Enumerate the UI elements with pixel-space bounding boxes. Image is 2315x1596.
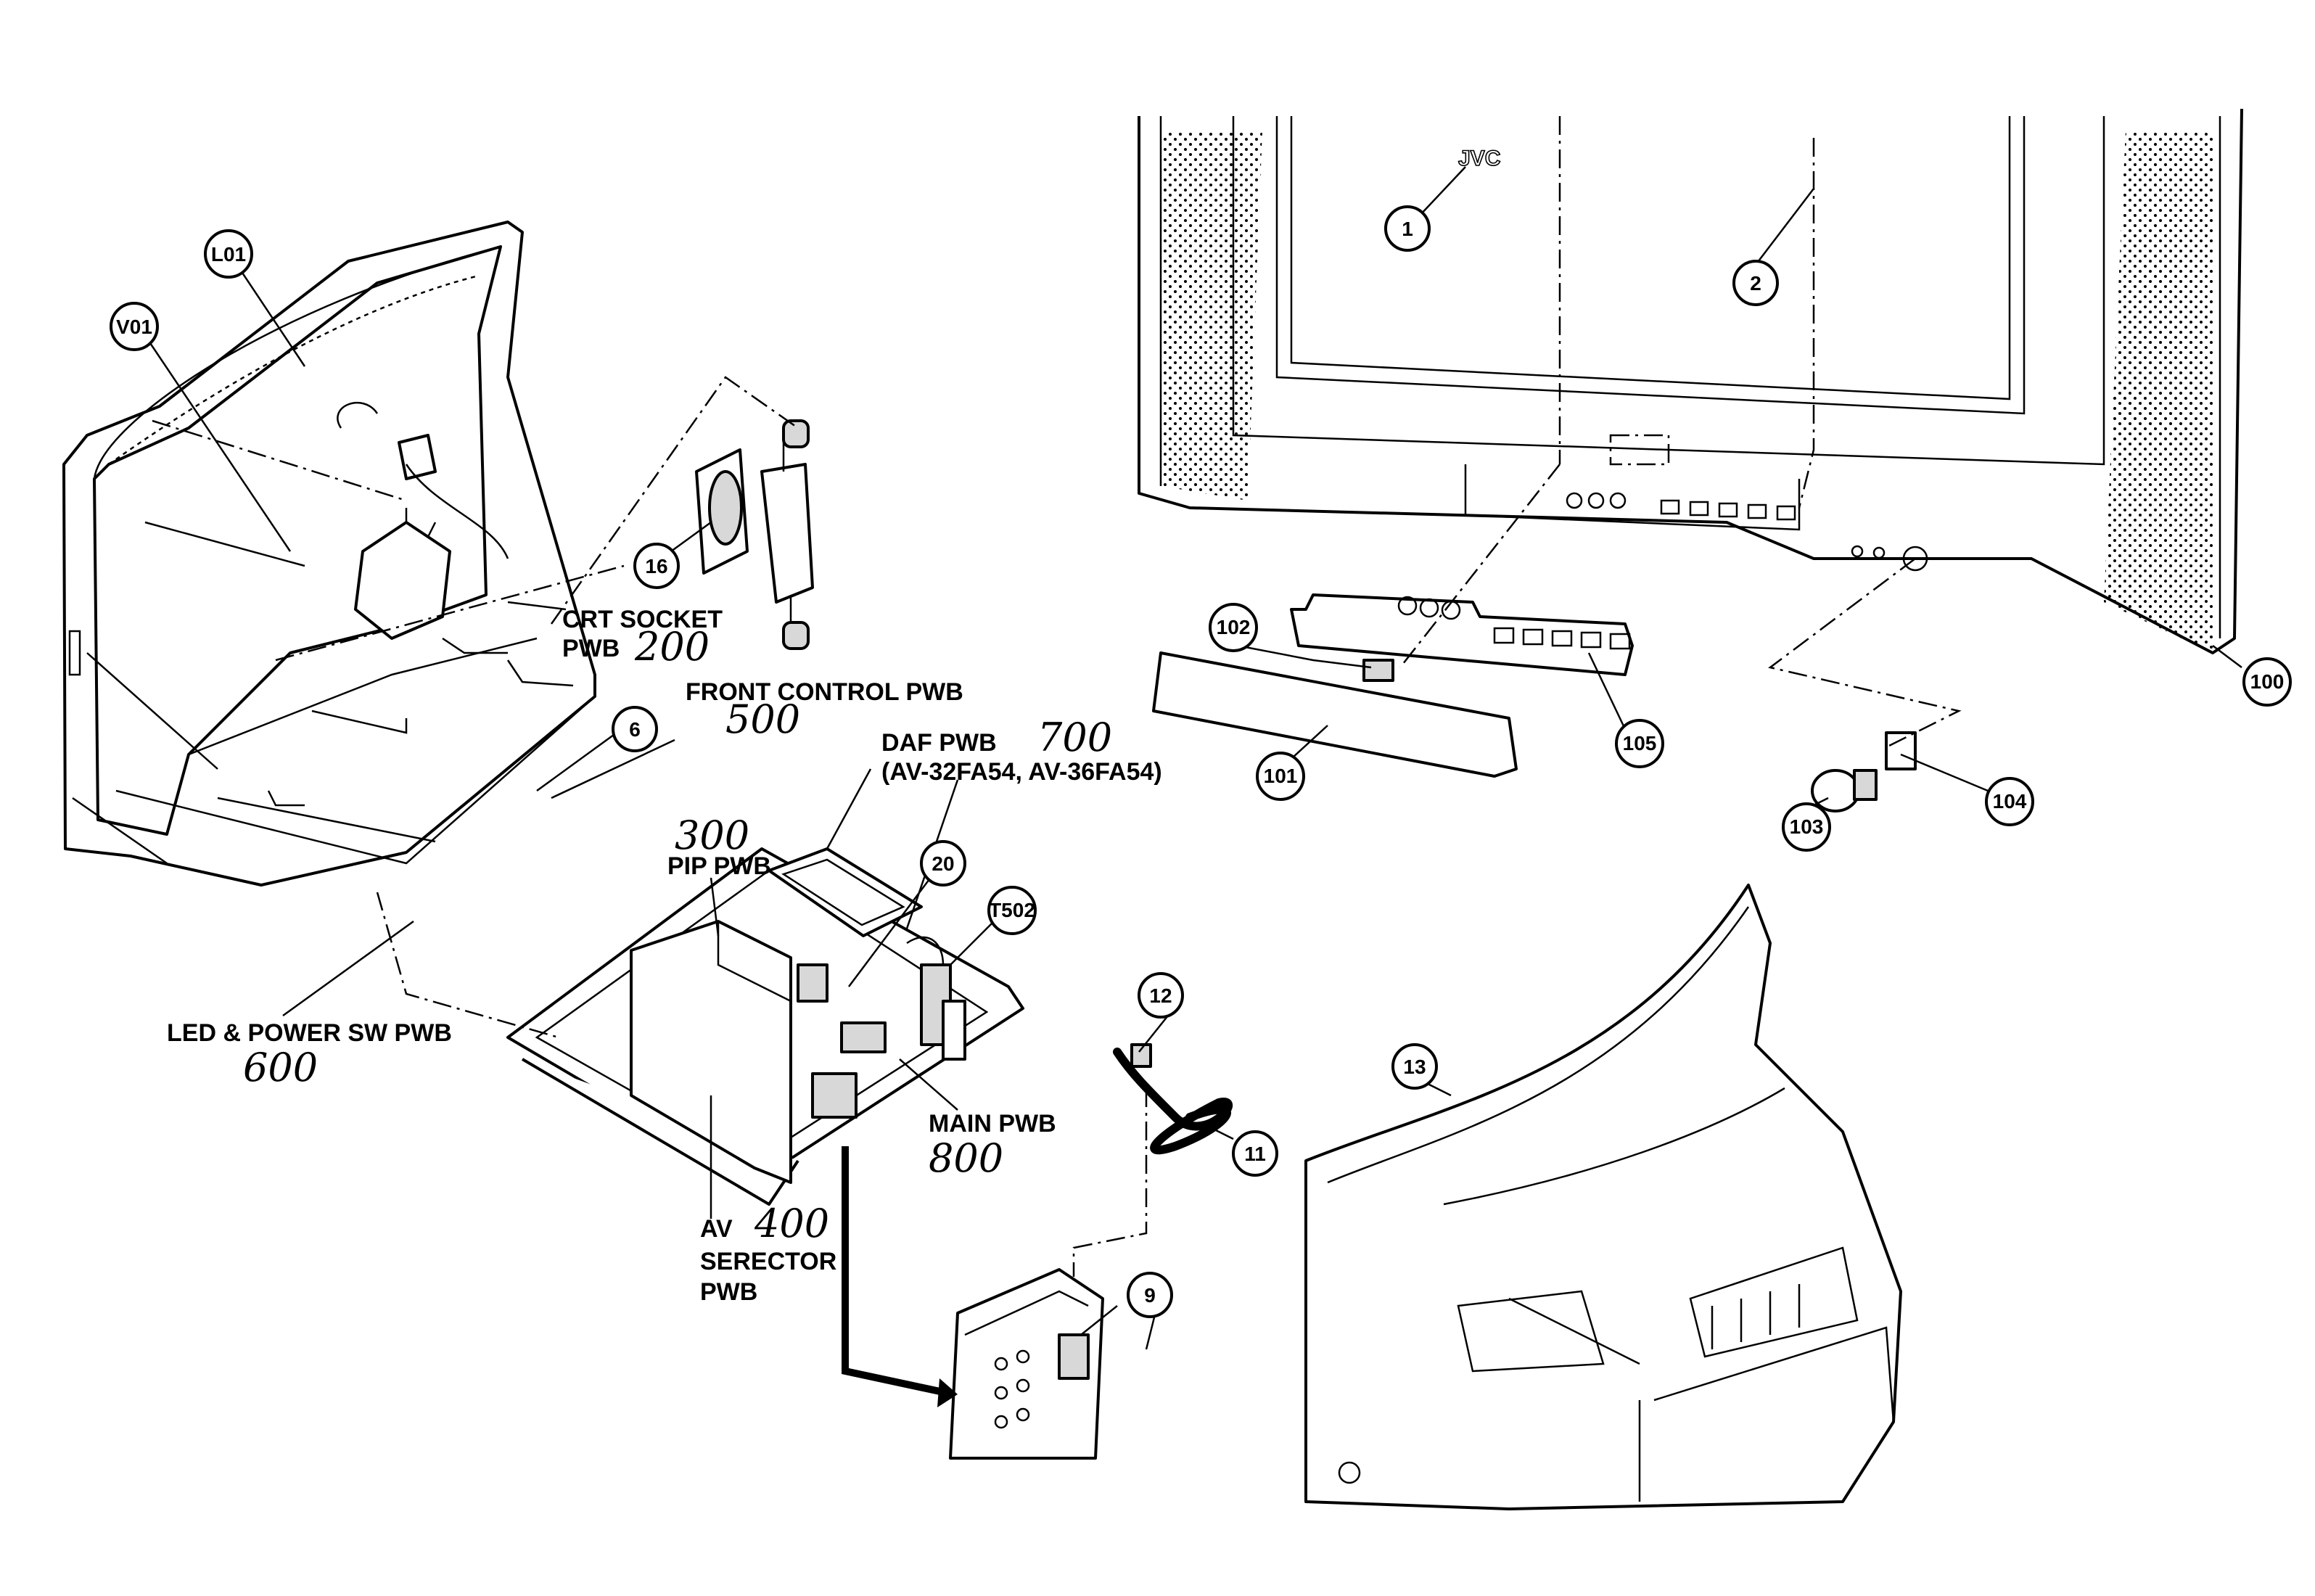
front-control-code: 500 [725, 696, 800, 742]
svg-text:105: 105 [1623, 732, 1657, 754]
av-selector-code: 400 [754, 1201, 829, 1246]
speaker-part-16 [695, 419, 814, 650]
callout-13: 13 [1391, 1043, 1438, 1090]
callout-16: 16 [633, 543, 680, 589]
av-terminal-part-9 [842, 1146, 1104, 1460]
pip-label: PIP PWB [667, 852, 771, 880]
callout-2: 2 [1732, 260, 1779, 306]
svg-text:20: 20 [932, 852, 954, 875]
callout-105: 105 [1615, 719, 1664, 768]
svg-text:104: 104 [1993, 790, 2027, 813]
svg-text:2: 2 [1750, 272, 1761, 295]
callout-20: 20 [920, 840, 966, 887]
svg-text:100: 100 [2250, 670, 2285, 693]
svg-text:16: 16 [645, 555, 667, 577]
assembly-guide-lines [152, 116, 1962, 1277]
daf-models: (AV-32FA54, AV-36FA54) [881, 758, 1162, 786]
svg-text:101: 101 [1264, 765, 1298, 787]
svg-text:9: 9 [1144, 1284, 1156, 1307]
svg-text:12: 12 [1149, 984, 1172, 1007]
svg-text:L01: L01 [211, 243, 246, 266]
front-control-label: FRONT CONTROL PWB [686, 678, 963, 706]
daf-label: DAF PWB [881, 729, 997, 757]
callout-6: 6 [612, 706, 658, 752]
svg-text:13: 13 [1403, 1056, 1426, 1078]
pip-code: 300 [675, 813, 749, 858]
led-power-label: LED & POWER SW PWB [167, 1019, 452, 1047]
svg-text:103: 103 [1790, 815, 1824, 838]
crt-front-assembly [62, 221, 596, 887]
callout-100: 100 [2242, 657, 2292, 707]
callout-11: 11 [1232, 1130, 1278, 1177]
callout-1: 1 [1384, 205, 1431, 252]
av-selector-label-line2: SERECTOR [700, 1248, 836, 1275]
board-labels: CRT SOCKET PWB 200 FRONT CONTROL PWB 500… [167, 606, 1162, 1306]
svg-text:1: 1 [1402, 218, 1413, 240]
crt-socket-label-line2: PWB [562, 635, 620, 662]
front-cabinet-part-100 [1138, 108, 2243, 654]
svg-text:6: 6 [629, 718, 641, 741]
svg-text:V01: V01 [116, 316, 152, 338]
callout-103: 103 [1782, 802, 1831, 852]
callouts: 1 2 L01 V01 16 6 20 T502 12 11 13 9 100 … [110, 205, 2292, 1318]
callout-101: 101 [1256, 752, 1305, 801]
crt-socket-code: 200 [634, 624, 710, 670]
main-chassis-assembly [506, 847, 1024, 1206]
daf-code: 700 [1037, 715, 1112, 760]
crt-socket-label: CRT SOCKET [562, 606, 723, 633]
callout-9: 9 [1127, 1272, 1173, 1318]
callout-104: 104 [1985, 777, 2034, 826]
callout-12: 12 [1138, 972, 1184, 1019]
leader-lines [147, 166, 2242, 1350]
callout-L01: L01 [204, 229, 253, 279]
av-selector-label-line3: PWB [700, 1278, 757, 1306]
callout-102: 102 [1209, 603, 1258, 652]
callout-V01: V01 [110, 302, 159, 351]
svg-text:11: 11 [1244, 1143, 1266, 1165]
av-selector-prefix: AV [700, 1215, 733, 1243]
svg-text:T502: T502 [989, 899, 1035, 921]
power-cord-part-11 [1113, 1043, 1233, 1155]
callout-T502: T502 [987, 886, 1037, 935]
led-power-code: 600 [243, 1045, 318, 1090]
front-control-panel-parts [1152, 593, 1917, 813]
svg-text:102: 102 [1217, 616, 1251, 638]
main-pwb-label: MAIN PWB [929, 1110, 1056, 1138]
main-pwb-code: 800 [929, 1135, 1003, 1181]
rear-cover-part-13 [1304, 884, 1902, 1510]
